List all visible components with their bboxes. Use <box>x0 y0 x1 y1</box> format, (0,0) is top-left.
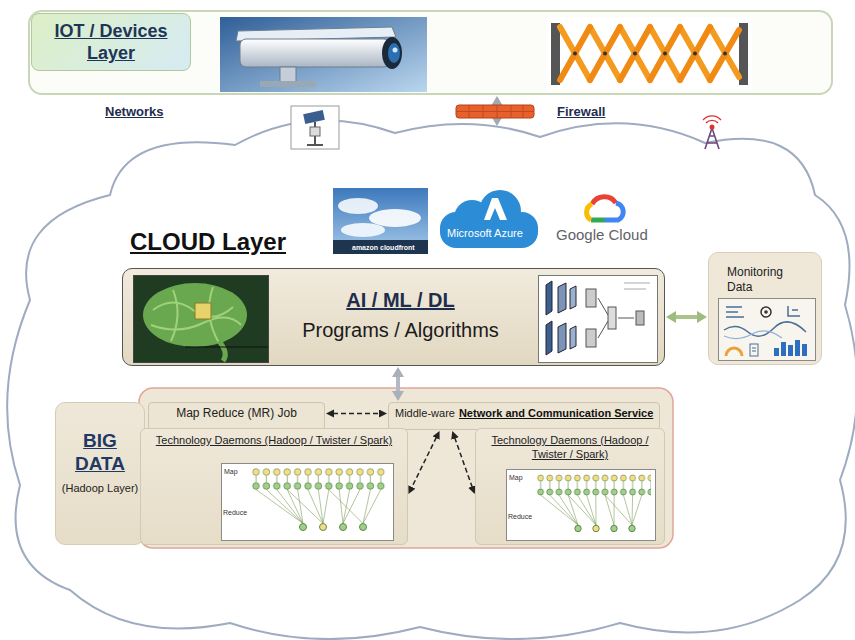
barrier-gate-image <box>547 17 752 90</box>
graph-label: Map <box>509 473 523 482</box>
layer-title: CLOUD Layer <box>130 228 286 256</box>
monitoring-icons <box>718 298 816 361</box>
brain-illustration <box>133 275 269 363</box>
box-heading: AI / ML / DL <box>273 287 528 313</box>
label-slot: Microsoft Azure <box>447 226 523 240</box>
cctv-camera-image <box>220 17 427 92</box>
firewall-label: Firewall <box>557 104 605 120</box>
network-label: Networks <box>105 104 164 120</box>
label-slot: Firewall <box>557 104 605 120</box>
ai-ml-box: AI / ML / DL Programs / Algorithms <box>122 268 665 366</box>
cloud-outline <box>0 95 855 640</box>
logo-caption: Google Cloud <box>556 226 648 244</box>
graph-label: Reduce <box>223 508 247 517</box>
monitoring-box: Monitoring Data <box>708 252 822 365</box>
device-layer-band: IOT / Devices Layer <box>28 10 833 95</box>
connector <box>675 315 698 319</box>
firewall-icon <box>455 104 535 119</box>
big-data-box: BIG DATA (Hadoop Layer) <box>55 402 145 545</box>
middleware-box: Middle-wareNetwork and Communication Ser… <box>388 402 660 430</box>
layer-title: IOT / Devices Layer <box>31 13 191 71</box>
sensor-device-icon <box>290 105 340 150</box>
mapreduce-graph <box>221 463 394 541</box>
logo-caption: amazon cloudfront <box>352 243 415 252</box>
azure-logo <box>438 188 540 250</box>
mapreduce-graph <box>506 469 656 541</box>
box-subtitle: (Hadoop Layer) <box>56 481 144 495</box>
connector <box>396 376 400 392</box>
label-slot: Reduce <box>508 512 532 521</box>
label-slot: Map <box>224 467 238 476</box>
network-figure <box>538 275 658 363</box>
antenna-icon <box>697 118 727 150</box>
graph-label: Map <box>224 467 238 476</box>
box-label: Monitoring Data <box>727 265 807 295</box>
label-slot: Networks <box>105 104 164 120</box>
process-box: Map Reduce (MR) Job <box>148 402 325 430</box>
box-label: Technology Daemons (Hadoop / Twister / S… <box>147 433 401 447</box>
label-slot: Reduce <box>223 508 247 517</box>
cloud-layer: CLOUD Layer AI / ML / DL Programs / Algor… <box>0 95 855 640</box>
label-slot: amazon cloudfront <box>352 243 415 252</box>
box-label: Middle-ware <box>395 403 455 424</box>
logo-caption: Microsoft Azure <box>447 226 523 240</box>
graph-label: Reduce <box>508 512 532 521</box>
box-heading: BIG DATA <box>56 429 144 475</box>
box-body: Programs / Algorithms <box>273 317 528 343</box>
label-slot: Map <box>509 473 523 482</box>
daemon-box: Technology Daemons (Hadoop / Twister / S… <box>140 428 408 545</box>
daemon-box: Technology Daemons (Hadoop / Twister / S… <box>475 428 665 545</box>
box-label: Technology Daemons (Hadoop / Twister / S… <box>482 433 658 461</box>
box-label-strong: Network and Communication Service <box>459 403 653 424</box>
box-label: Map Reduce (MR) Job <box>149 403 324 424</box>
label-slot: Google Cloud <box>556 226 648 244</box>
